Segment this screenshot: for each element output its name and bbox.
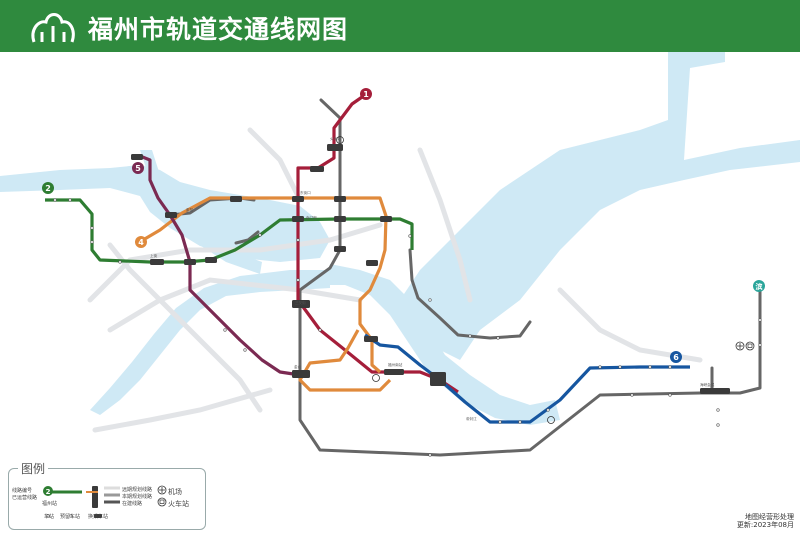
legend-line-badge	[43, 486, 53, 496]
transfer-station-box[interactable]	[380, 216, 392, 222]
station-label: 海峡会展	[700, 382, 715, 387]
station-label: 帝封江	[466, 416, 477, 421]
transfer-station-box[interactable]	[700, 388, 730, 394]
legend-text: 本期规划线路	[122, 494, 153, 500]
transfer-station-box[interactable]	[327, 144, 343, 151]
station-label: 福州南站	[388, 362, 403, 367]
line-badge-5[interactable]: 5	[132, 162, 144, 174]
station-ticks	[53, 198, 762, 457]
transfer-station-box[interactable]	[292, 216, 304, 222]
station-label: 南门兜	[306, 215, 317, 220]
railway-icon	[745, 341, 755, 351]
transfer-station-box[interactable]	[364, 336, 378, 342]
airport-icon	[157, 485, 167, 495]
legend-text: 车站	[44, 514, 55, 520]
legend-box	[8, 468, 206, 530]
line-badge-label: 6	[673, 353, 679, 362]
page-title: 福州市轨道交通线网图	[88, 15, 349, 44]
railway-icon	[157, 497, 167, 507]
legend-text: 在建线路	[122, 501, 143, 507]
line-badge-label: 1	[363, 90, 369, 99]
line-badge-label: 2	[45, 184, 51, 193]
credit-line: 地图经营形处理	[745, 513, 794, 521]
svg-text:2: 2	[46, 488, 51, 496]
metro-map: 1 2 4 5 6 滨 三叉街 南门兜 火车站 福州南站 海峡会展 上街 紫阳 …	[0, 52, 800, 457]
station-label: 东街口	[300, 190, 311, 195]
railway-icon	[372, 374, 380, 382]
railway-icon	[547, 416, 555, 424]
transfer-station-box[interactable]	[150, 259, 164, 265]
legend-text: 已运营线路	[12, 495, 38, 501]
update-credit: 地图经营形处理 更新:2023年08月	[737, 513, 794, 529]
transfer-station-box[interactable]	[184, 259, 196, 265]
station-label: 上街	[150, 253, 158, 258]
legend-text: 福州站	[42, 501, 58, 507]
line-badge-binhai[interactable]: 滨	[753, 280, 765, 292]
legend-text: 预留车站	[60, 514, 81, 520]
credit-date: 更新:2023年08月	[736, 521, 794, 529]
transfer-station-box[interactable]	[334, 216, 346, 222]
legend-text: 线路编号	[12, 488, 33, 494]
station-label: 金山	[294, 364, 302, 369]
transfer-station-box[interactable]	[334, 196, 346, 202]
legend-text: 换乘车站	[88, 514, 109, 520]
fuzhou-metro-logo-icon	[31, 13, 75, 43]
airport-icon	[735, 341, 745, 351]
transfer-station-box[interactable]	[131, 154, 143, 160]
railway-icon	[336, 136, 344, 144]
legend-text: 火车站	[168, 500, 189, 508]
line-badge-6[interactable]: 6	[670, 351, 682, 363]
transfer-station-box[interactable]	[292, 196, 304, 202]
transfer-station-box[interactable]	[230, 196, 242, 202]
line-badge-2[interactable]: 2	[42, 182, 54, 194]
transfer-station-box[interactable]	[292, 370, 310, 378]
legend-text: 远期规划线路	[122, 487, 153, 493]
transfer-station-box[interactable]	[430, 372, 446, 386]
line-badge-4[interactable]: 4	[135, 236, 147, 248]
transfer-station-box[interactable]	[384, 369, 404, 375]
line-badge-label: 4	[138, 238, 144, 247]
line-badge-label: 滨	[756, 282, 763, 291]
line-badge-label: 5	[135, 164, 141, 173]
header-bar: 福州市轨道交通线网图	[0, 0, 800, 52]
transfer-station-box[interactable]	[310, 166, 324, 172]
planned-lines	[87, 127, 703, 433]
transfer-station-box[interactable]	[366, 260, 378, 266]
station-label: 三叉街	[295, 300, 306, 305]
station-label: 紫阳	[186, 207, 194, 212]
transfer-station-box[interactable]	[205, 257, 217, 263]
legend-graphics: 2	[43, 485, 167, 518]
transfer-stations	[131, 144, 730, 394]
legend-title: 图例	[18, 460, 49, 477]
transfer-station-box[interactable]	[334, 246, 346, 252]
line-grey	[168, 98, 762, 457]
transfer-station-box[interactable]	[165, 212, 177, 218]
transfer-station-box[interactable]	[292, 300, 310, 308]
legend-text: 机场	[168, 488, 182, 496]
legend-transfer-box	[92, 486, 98, 508]
station-label: 火车站	[330, 136, 341, 141]
line-6	[364, 333, 690, 424]
line-badge-1[interactable]: 1	[360, 88, 372, 100]
